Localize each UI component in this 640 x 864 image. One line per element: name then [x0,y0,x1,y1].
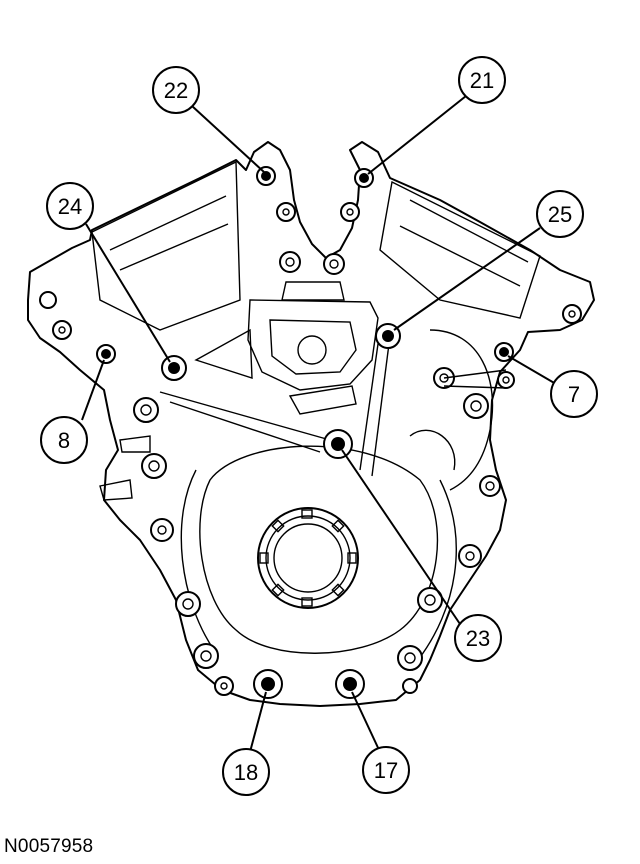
svg-text:25: 25 [548,202,572,227]
svg-text:8: 8 [58,428,70,453]
callout-17: 17 [362,746,410,794]
callout-22: 22 [152,66,200,114]
callout-8: 8 [40,416,88,464]
bolt-18 [253,669,283,699]
bolt-24 [161,355,187,381]
svg-text:18: 18 [234,760,258,785]
svg-text:22: 22 [164,78,188,103]
svg-text:21: 21 [470,68,494,93]
callout-21: 21 [458,56,506,104]
numbered-bolts [96,166,514,699]
front-cover-outline [27,141,595,707]
svg-text:17: 17 [374,758,398,783]
leader-lines [81,95,557,753]
bolt-8 [96,344,116,364]
bolt-17 [335,669,365,699]
svg-text:23: 23 [466,626,490,651]
bolt-23 [323,429,353,459]
callout-7: 7 [550,370,598,418]
perimeter-bolt-bosses [39,202,582,696]
callout-18: 18 [222,748,270,796]
figure-id-label: N0057958 [4,836,94,857]
callout-24: 24 [46,182,94,230]
svg-text:7: 7 [568,382,580,407]
callout-23: 23 [454,614,502,662]
bolt-21 [354,168,374,188]
callout-25: 25 [536,190,584,238]
crankshaft-seal-opening [257,507,359,609]
svg-text:24: 24 [58,194,82,219]
bolt-22 [256,166,276,186]
